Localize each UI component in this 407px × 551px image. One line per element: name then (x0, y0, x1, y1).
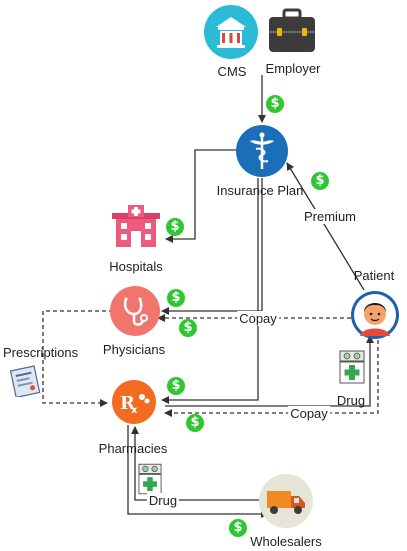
dollar-badge-wholesalers: $ (229, 519, 247, 537)
dollar-badge-copay-physicians: $ (179, 319, 197, 337)
wholesalers-label: Wholesalers (250, 534, 322, 549)
dollar-badge-pharmacies: $ (167, 377, 185, 395)
dollar-badge-physicians: $ (167, 289, 185, 307)
hospital-icon (112, 205, 160, 247)
insurance-plan-label: Insurance Plan (216, 183, 304, 198)
edge-insurance-pharmacies (161, 178, 259, 404)
prescription-icon (9, 365, 41, 397)
prescriptions-label: Prescriptions (3, 345, 79, 360)
pharmacies-label: Pharmacies (98, 441, 168, 456)
edge-insurance-hospitals (165, 149, 236, 243)
edge-wholesalers-pharmacies-drug (131, 426, 268, 501)
medicine-box-icon (138, 463, 162, 495)
edge-pharmacies-patient-drug (165, 335, 374, 407)
edge-pharmacies-wholesalers (127, 425, 269, 518)
physicians-label: Physicians (102, 342, 166, 357)
dollar-badge-premium: $ (311, 172, 329, 190)
briefcase-icon (269, 8, 315, 52)
premium-label: Premium (301, 209, 359, 224)
patient-label: Patient (353, 268, 395, 283)
edge-patient-insurance-premium (286, 162, 365, 291)
drug-wholesaler-label: Drug (146, 493, 180, 508)
stethoscope-icon (110, 286, 160, 336)
employer-label: Employer (265, 61, 321, 76)
dollar-badge-copay-pharmacies: $ (186, 414, 204, 432)
rx-icon: R x (112, 380, 156, 424)
patient-avatar-icon (351, 291, 399, 339)
truck-icon (259, 474, 313, 528)
edge-prescriptions (42, 310, 113, 407)
svg-text:R: R (120, 393, 136, 414)
drug-patient-label: Drug (336, 393, 366, 408)
hospitals-label: Hospitals (109, 259, 163, 274)
dollar-badge-employer: $ (266, 95, 284, 113)
edge-patient-pharmacies-copay (164, 340, 379, 417)
cms-label: CMS (217, 64, 247, 79)
bank-icon (204, 5, 258, 59)
dollar-badge-hospitals: $ (166, 218, 184, 236)
medicine-box-icon (339, 350, 365, 384)
caduceus-icon (236, 125, 288, 177)
svg-text:x: x (131, 405, 138, 416)
copay-pharmacies-label: Copay (288, 406, 330, 421)
copay-physicians-label: Copay (237, 311, 279, 326)
